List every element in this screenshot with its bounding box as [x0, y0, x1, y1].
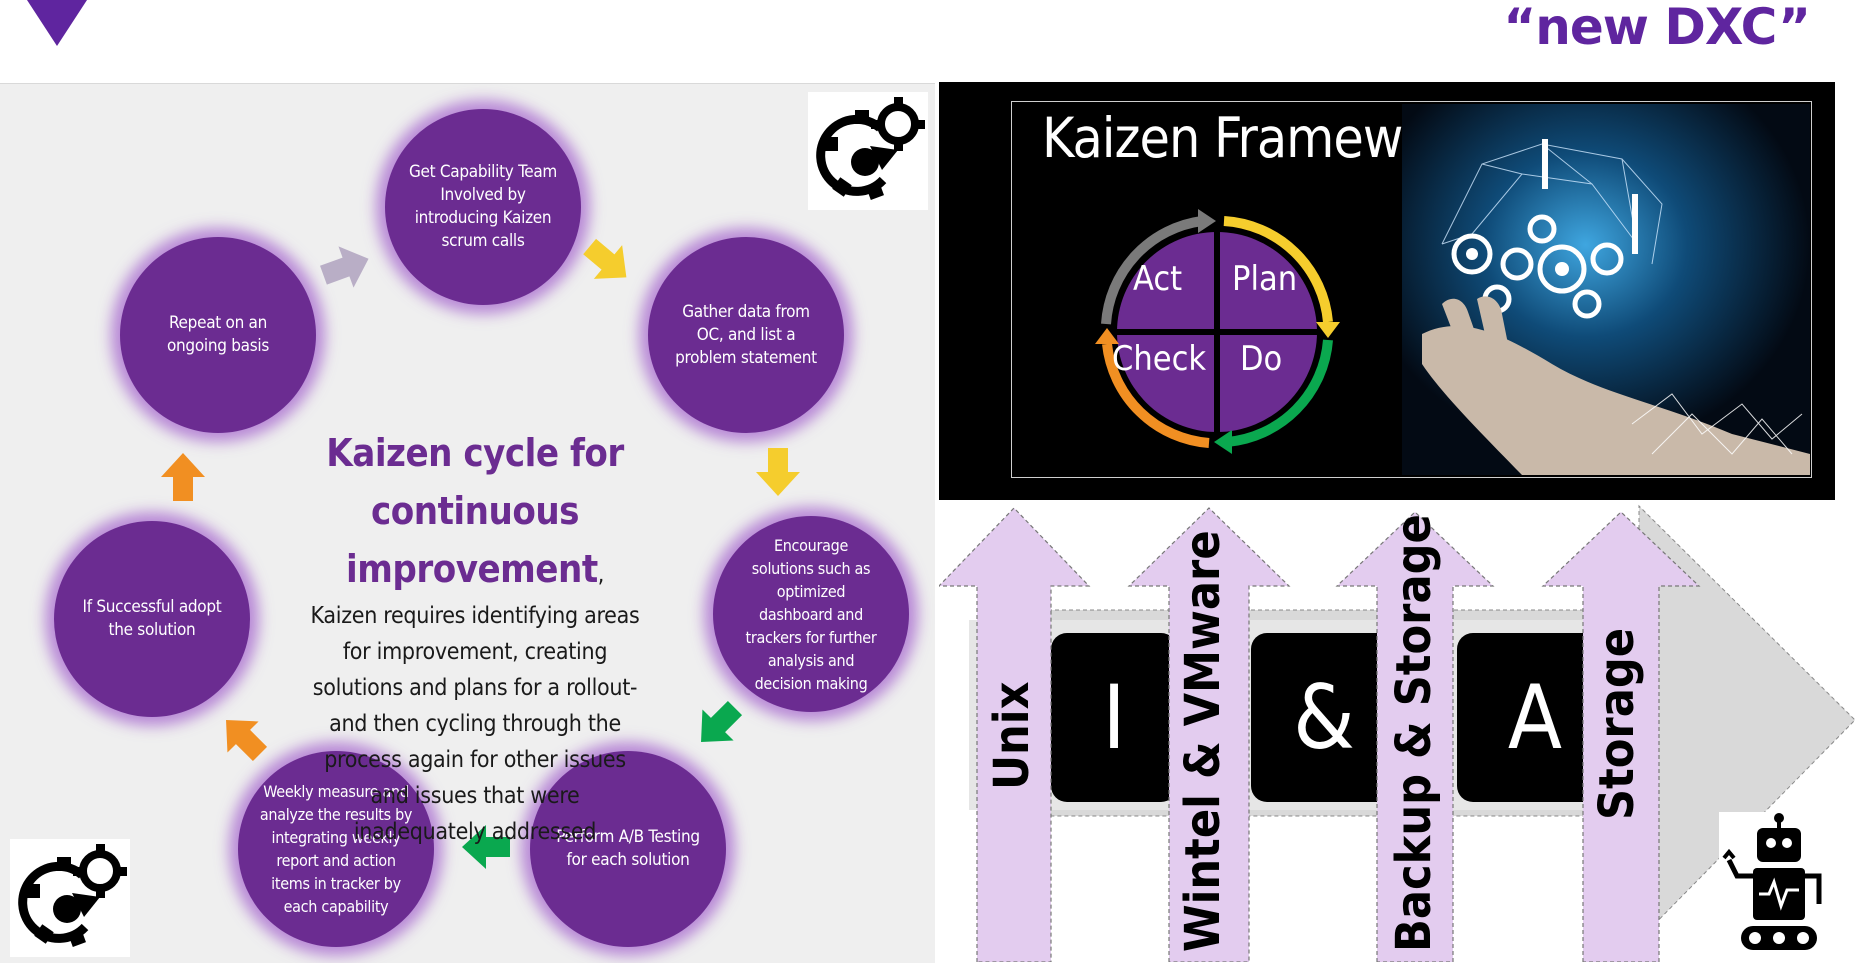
- pdca-check-label: Check: [1112, 339, 1207, 379]
- cycle-step-4: Perform A/B Testing for each solution: [530, 751, 726, 947]
- pillar-arrows: [939, 507, 1701, 962]
- cycle-step-3: Encourage solutions such as optimized da…: [713, 516, 909, 712]
- arrow-1-to-2-icon: [583, 238, 627, 279]
- ia-letter-amp: &: [1251, 633, 1397, 802]
- brain-hand-image: [1402, 104, 1810, 475]
- gear-cycle-icon: [808, 92, 928, 210]
- arrow-6-to-7-icon: [161, 453, 205, 501]
- arrow-2-to-3-icon: [756, 448, 800, 496]
- pdca-do-label: Do: [1240, 339, 1283, 379]
- cycle-step-7: Repeat on an ongoing basis: [120, 237, 316, 433]
- pillar-label-backup-storage: Backup & Storage: [1386, 514, 1442, 952]
- arrow-5-to-6-icon: [226, 720, 268, 762]
- header-title: “new DXC”: [1503, 0, 1811, 56]
- pdca-act-label: Act: [1133, 259, 1183, 299]
- arrow-4-to-5-icon: [462, 825, 510, 869]
- cycle-step-2: Gather data from OC, and list a problem …: [648, 237, 844, 433]
- ia-band-area: I & A Unix Wintel & VMware Backup & Stor…: [939, 500, 1857, 962]
- pillar-label-wintel-vmware: Wintel & VMware: [1175, 530, 1231, 952]
- ia-letter-i: I: [1051, 633, 1177, 802]
- cycle-step-6: If Successful adopt the solution: [54, 521, 250, 717]
- arrow-3-to-4-icon: [701, 700, 743, 742]
- kaizen-framework-box: Kaizen Framework Act Plan Check Do: [1011, 101, 1812, 478]
- pillar-label-storage: Storage: [1589, 627, 1645, 820]
- pdca-plan-label: Plan: [1232, 259, 1298, 299]
- kaizen-cycle-title: Kaizen cycle for continuous improvement: [326, 431, 624, 591]
- gear-cycle-icon: [10, 839, 130, 957]
- triangle-logo-icon: [27, 0, 87, 46]
- pillar-label-unix: Unix: [984, 681, 1040, 790]
- kaizen-cycle-description: Kaizen cycle for continuous improvement,…: [310, 424, 640, 850]
- cycle-step-5: Weekly measure and analyze the results b…: [238, 751, 434, 947]
- robot-icon: [1719, 812, 1839, 960]
- arrow-7-to-1-icon: [320, 246, 369, 288]
- kaizen-cycle-panel: Get Capability Team Involved by introduc…: [0, 83, 935, 963]
- cycle-step-1: Get Capability Team Involved by introduc…: [385, 109, 581, 305]
- pdca-wheel: [1095, 209, 1340, 454]
- kaizen-cycle-body: , Kaizen requires identifying areas for …: [310, 562, 640, 845]
